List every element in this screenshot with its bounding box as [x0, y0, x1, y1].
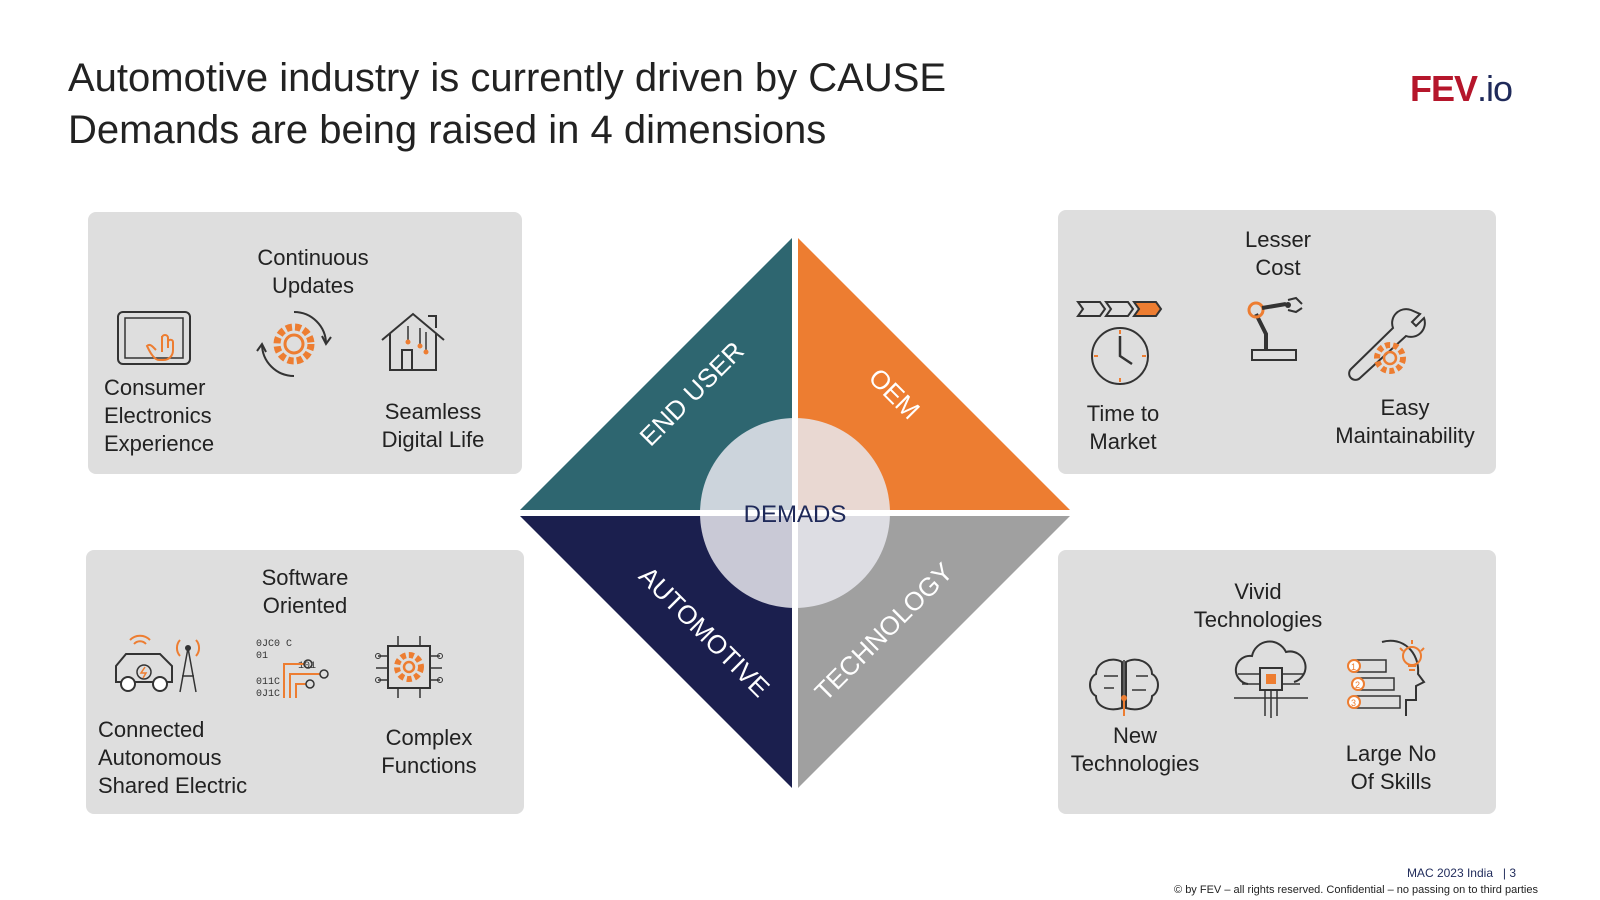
- quadrant-end-user: [520, 238, 792, 510]
- center-label: DEMADS: [744, 501, 847, 528]
- logo-main: FEV: [1410, 68, 1478, 109]
- binary-code-icon: 0JC0 C 01 101 011C 0J1C: [256, 639, 329, 700]
- svg-text:0J1C: 0J1C: [256, 689, 280, 700]
- svg-text:011C: 011C: [256, 677, 280, 688]
- label-large-no-skills: Large No Of Skills: [1345, 741, 1437, 794]
- title-line-1: Automotive industry is currently driven …: [68, 56, 947, 100]
- robot-arm-icon: [1247, 296, 1303, 361]
- chip-gear-icon: [375, 636, 443, 698]
- svg-text:1: 1: [1351, 662, 1356, 672]
- label-seamless-digital-life: Seamless Digital Life: [381, 399, 485, 452]
- label-software-oriented: Software Oriented: [261, 565, 349, 618]
- label-time-to-market: Time to Market: [1086, 401, 1160, 454]
- label-complex-functions: Complex Functions: [381, 725, 477, 778]
- label-continuous-updates: Continuous Updates: [257, 245, 369, 298]
- fev-logo: FEV.io: [1410, 68, 1513, 110]
- quadrant-technology: [798, 516, 1070, 788]
- svg-text:101: 101: [298, 661, 316, 672]
- card-technology: Vivid Technologies New Technologies Larg…: [1058, 550, 1496, 814]
- label-easy-maintainability: Easy Maintainability: [1335, 395, 1475, 448]
- head-skills-icon: 1 2 3: [1347, 639, 1426, 716]
- card-automotive: Software Oriented Connected Autonomous S…: [86, 550, 524, 814]
- card-end-user: Continuous Updates Consumer Electronics …: [88, 212, 522, 474]
- cloud-chip-icon: [1234, 640, 1308, 718]
- quadrant-automotive: [520, 516, 792, 788]
- label-lesser-cost: Lesser Cost: [1244, 227, 1312, 280]
- footer-page-number: | 3: [1502, 866, 1516, 880]
- gear-refresh-icon: [256, 311, 332, 377]
- wrench-gear-icon: [1348, 308, 1426, 381]
- brain-circuit-icon: [1089, 658, 1159, 716]
- label-case: Connected Autonomous Shared Electric: [98, 717, 248, 798]
- footer-event: MAC 2023 India: [1406, 866, 1493, 880]
- label-vivid-technologies: Vivid Technologies: [1193, 579, 1323, 632]
- connected-car-icon: [115, 634, 200, 693]
- label-new-technologies: New Technologies: [1070, 723, 1200, 776]
- svg-text:01: 01: [256, 651, 268, 662]
- svg-text:2: 2: [1355, 680, 1360, 690]
- card-oem: Lesser Cost Time to Market Easy Maintain…: [1058, 210, 1496, 474]
- tablet-touch-icon: [117, 311, 191, 365]
- smart-home-icon: [381, 312, 445, 371]
- svg-text:3: 3: [1351, 698, 1356, 708]
- quadrant-oem: [798, 238, 1070, 510]
- demands-diamond: END USER OEM AUTOMOTIVE TECHNOLOGY DEMAD…: [520, 238, 1070, 788]
- logo-suffix: .io: [1477, 68, 1513, 109]
- footer-copyright: © by FEV – all rights reserved. Confiden…: [1174, 884, 1538, 896]
- page-title: Automotive industry is currently driven …: [68, 52, 946, 156]
- time-clock-icon: [1076, 301, 1163, 385]
- label-consumer-electronics: Consumer Electronics Experience: [104, 375, 215, 456]
- svg-text:0JC0 C: 0JC0 C: [256, 639, 292, 650]
- title-line-2: Demands are being raised in 4 dimensions: [68, 108, 827, 152]
